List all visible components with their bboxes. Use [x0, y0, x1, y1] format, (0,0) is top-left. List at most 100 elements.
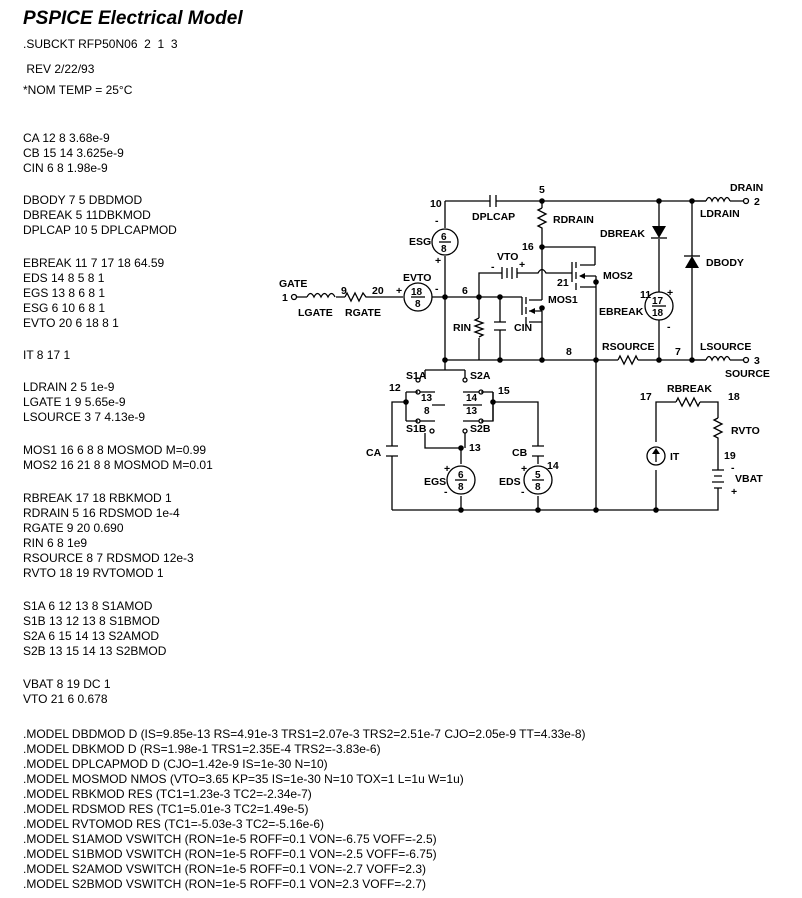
esg-den: 8	[441, 244, 447, 255]
mos2-label: MOS2	[603, 270, 633, 282]
it-label: IT	[670, 451, 680, 463]
netlist-line: MOS2 16 21 8 8 MOSMOD M=0.01	[23, 458, 213, 472]
netlist-line: RBREAK 17 18 RBKMOD 1	[23, 491, 172, 505]
vbat-battery-icon	[712, 469, 724, 496]
s2-den: 13	[466, 406, 478, 417]
ebreak-source-icon	[644, 291, 674, 321]
cb-capacitor-icon	[532, 445, 544, 457]
dplcap-capacitor-icon	[489, 195, 497, 207]
node-label: 12	[389, 382, 401, 394]
evto-label: EVTO	[403, 272, 431, 284]
model-line: .MODEL S1BMOD VSWITCH (RON=1e-5 ROFF=0.1…	[23, 847, 437, 861]
model-line: .MODEL RBKMOD RES (TC1=1.23e-3 TC2=-2.34…	[23, 787, 312, 801]
netlist-line: VBAT 8 19 DC 1	[23, 677, 111, 691]
s2a-label: S2A	[470, 370, 491, 382]
junction-dot	[458, 507, 464, 513]
junction-dot	[593, 279, 599, 285]
netlist-line: S1A 6 12 13 8 S1AMOD	[23, 599, 153, 613]
model-line: .MODEL S1AMOD VSWITCH (RON=1e-5 ROFF=0.1…	[23, 832, 437, 846]
netlist-line: VTO 21 6 0.678	[23, 692, 108, 706]
rvto-resistor-icon	[712, 417, 724, 440]
netlist-line: EBREAK 11 7 17 18 64.59	[23, 256, 165, 270]
node-label: 9	[341, 285, 347, 297]
rin-resistor-icon	[473, 317, 485, 338]
netlist-line: MOS1 16 6 8 8 MOSMOD M=0.99	[23, 443, 207, 457]
egs-plus: +	[444, 463, 450, 475]
page-title: PSPICE Electrical Model	[23, 8, 243, 29]
vto-label: VTO	[497, 251, 518, 263]
vbat-label: VBAT	[735, 473, 763, 485]
ebreak-den: 18	[652, 308, 664, 319]
switches-icon	[415, 377, 494, 434]
drain-terminal	[742, 197, 750, 205]
netlist-line: RVTO 18 19 RVTOMOD 1	[23, 566, 164, 580]
netlist-line: EVTO 20 6 18 8 1	[23, 316, 119, 330]
netlist-line: S1B 13 12 13 8 S1BMOD	[23, 614, 160, 628]
rgate-label: RGATE	[345, 307, 381, 319]
evto-minus: -	[435, 283, 439, 295]
source-label: SOURCE	[725, 368, 770, 380]
netlist-line: CIN 6 8 1.98e-9	[23, 161, 108, 175]
dbody-diode-icon	[684, 255, 700, 268]
junction-dot	[539, 244, 545, 250]
s1a-label: S1A	[406, 370, 427, 382]
netlist-line: RDRAIN 5 16 RDSMOD 1e-4	[23, 506, 180, 520]
node-label: 18	[728, 391, 740, 403]
netlist-line: DBREAK 5 11DBKMOD	[23, 208, 151, 222]
junction-dot	[689, 357, 695, 363]
eds-num: 5	[535, 470, 541, 481]
junction-dot	[593, 507, 599, 513]
eds-plus: +	[521, 463, 527, 475]
node-label: 14	[547, 460, 559, 472]
lsource-inductor-icon	[705, 355, 731, 362]
junction-dot	[476, 294, 482, 300]
netlist-line: IT 8 17 1	[23, 348, 71, 362]
model-line: .MODEL MOSMOD NMOS (VTO=3.65 KP=35 IS=1e…	[23, 772, 464, 786]
s1-num: 13	[421, 393, 433, 404]
dbreak-label: DBREAK	[600, 228, 645, 240]
junction-dot	[656, 198, 662, 204]
junction-dot	[653, 507, 659, 513]
cin-capacitor-icon	[494, 321, 506, 331]
junction-dot	[497, 294, 503, 300]
node-label: 11	[640, 289, 651, 301]
ebreak-plus: +	[667, 287, 673, 299]
junction-dot	[442, 357, 448, 363]
egs-label: EGS	[424, 476, 446, 488]
rbreak-label: RBREAK	[667, 383, 712, 395]
rbreak-resistor-icon	[675, 396, 701, 408]
node-label: 19	[724, 450, 736, 462]
netlist-line: DPLCAP 10 5 DPLCAPMOD	[23, 223, 177, 237]
esg-plus: +	[435, 255, 441, 267]
rsource-resistor-icon	[617, 354, 639, 366]
model-line: .MODEL RDSMOD RES (TC1=5.01e-3 TC2=1.49e…	[23, 802, 309, 816]
ldrain-label: LDRAIN	[700, 208, 740, 220]
rgate-resistor-icon	[344, 291, 368, 303]
netlist-line: ESG 6 10 6 8 1	[23, 301, 106, 315]
s1b-label: S1B	[406, 423, 427, 435]
s2-num: 14	[466, 393, 478, 404]
vto-battery-icon	[500, 267, 524, 279]
junction-dot	[656, 357, 662, 363]
netlist-line: EGS 13 8 6 8 1	[23, 286, 106, 300]
node-label: 6	[462, 285, 468, 297]
netlist-line: RSOURCE 8 7 RDSMOD 12e-3	[23, 551, 194, 565]
junction-dot	[539, 305, 545, 311]
esg-label: ESG	[409, 236, 431, 248]
vbat-plus: +	[731, 486, 737, 498]
esg-source-icon	[431, 228, 459, 256]
evto-plus: +	[396, 285, 402, 297]
netlist-line: CB 15 14 3.625e-9	[23, 146, 124, 160]
wires	[297, 200, 743, 511]
gate-num: 1	[282, 292, 288, 304]
model-line: .MODEL S2AMOD VSWITCH (RON=1e-5 ROFF=0.1…	[23, 862, 426, 876]
netlist-line: LDRAIN 2 5 1e-9	[23, 380, 115, 394]
mos1-label: MOS1	[548, 294, 578, 306]
node-label: 7	[675, 346, 681, 358]
netlist-line: EDS 14 8 5 8 1	[23, 271, 105, 285]
model-line: .MODEL DPLCAPMOD D (CJO=1.42e-9 IS=1e-30…	[23, 757, 328, 771]
vbat-minus: -	[731, 462, 735, 474]
eds-source-icon	[523, 465, 553, 495]
model-line: .MODEL DBDMOD D (IS=9.85e-13 RS=4.91e-3 …	[23, 727, 586, 741]
